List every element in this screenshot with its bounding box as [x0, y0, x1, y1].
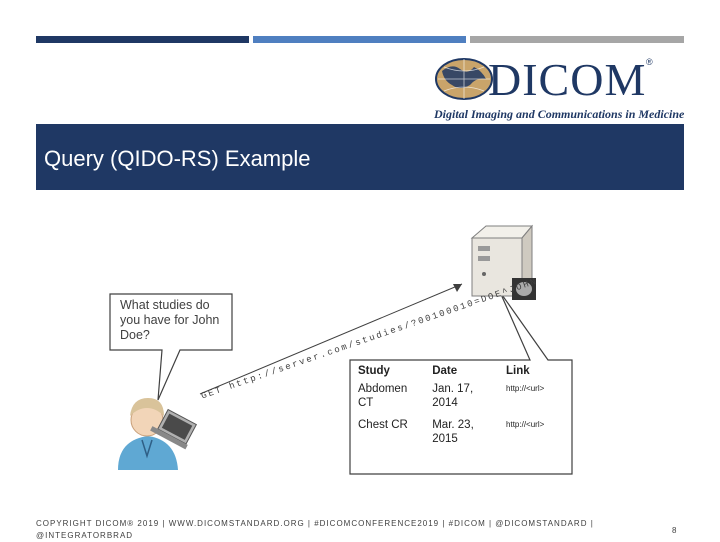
logo-tagline: Digital Imaging and Communications in Me…: [434, 107, 685, 121]
column-header: Date: [432, 365, 458, 377]
link-cell[interactable]: http://<url>: [506, 420, 545, 429]
table-header-row: Study Date Link: [354, 362, 568, 380]
logo-wordmark: DICOM: [488, 54, 647, 105]
speech-bubble: [109, 293, 233, 401]
date-cell: Jan. 17, 2014: [432, 383, 474, 409]
dicom-globe-icon: [435, 58, 493, 100]
header-bar-blue: [253, 36, 466, 43]
study-cell: Abdomen CT: [358, 383, 408, 409]
title-bar: Query (QIDO-RS) Example: [36, 124, 684, 190]
dicom-logo: DICOM ® Digital Imaging and Communicatio…: [432, 54, 684, 129]
link-cell[interactable]: http://<url>: [506, 384, 545, 393]
slide-title: Query (QIDO-RS) Example: [44, 146, 311, 171]
results-table: Study Date Link Abdomen CT Jan. 17, 2014…: [354, 362, 568, 452]
header-bar-dark: [36, 36, 249, 43]
request-arrow: [199, 283, 463, 395]
server-icon: [470, 224, 536, 300]
person-with-laptop-icon: [118, 398, 198, 470]
table-row: Chest CR Mar. 23, 2015 http://<url>: [354, 416, 568, 452]
column-header: Study: [358, 365, 390, 377]
logo-registered-mark: ®: [646, 57, 653, 67]
page-number: 8: [672, 526, 677, 535]
column-header: Link: [506, 365, 530, 377]
date-cell: Mar. 23, 2015: [432, 419, 474, 445]
header-bar-gray: [470, 36, 684, 43]
footer-text: COPYRIGHT DICOM® 2019 | WWW.DICOMSTANDAR…: [36, 519, 594, 540]
response-bubble: [349, 291, 573, 475]
speech-bubble-text: What studies do you have for John Doe?: [120, 298, 220, 342]
table-row: Abdomen CT Jan. 17, 2014 http://<url>: [354, 380, 568, 416]
study-cell: Chest CR: [358, 419, 408, 431]
